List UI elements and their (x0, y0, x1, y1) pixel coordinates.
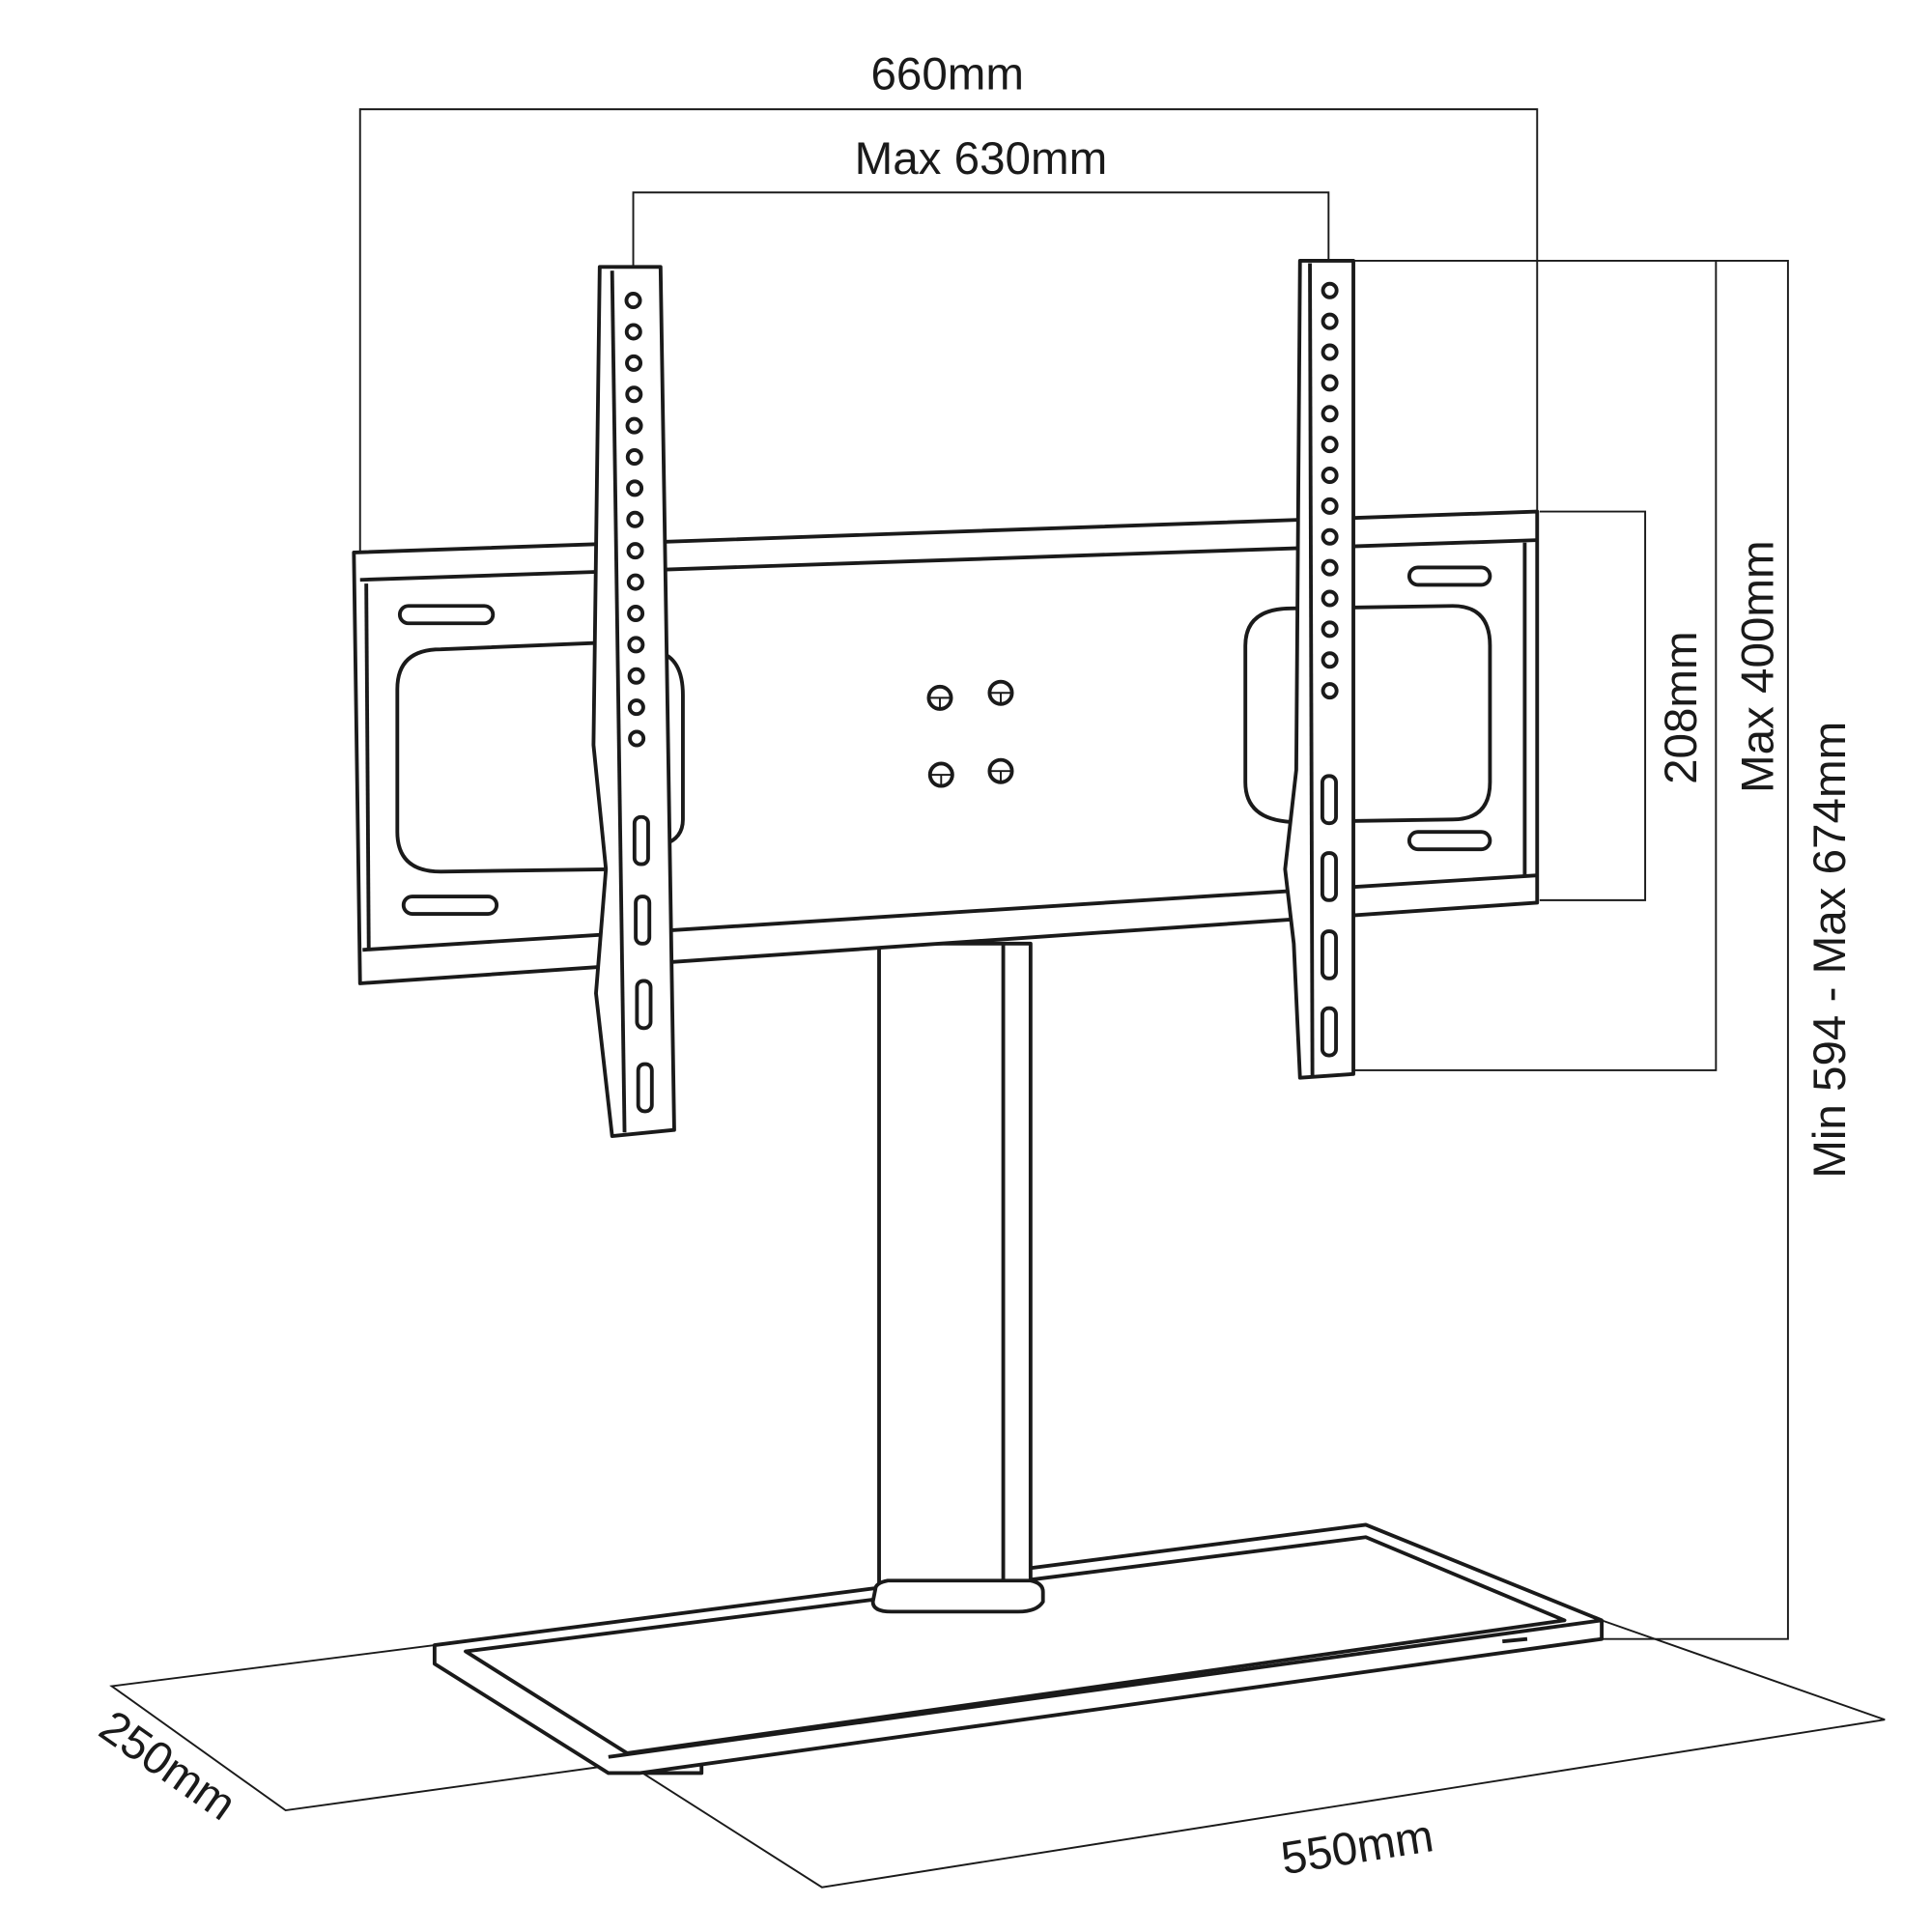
bracket-hole (1321, 558, 1339, 577)
dimension-lines (109, 108, 1886, 1889)
dim-250-line (109, 1644, 628, 1812)
bracket-hole (1321, 405, 1339, 423)
base-inner-rim (464, 1535, 1567, 1755)
bracket-hole (1321, 343, 1339, 361)
right-vertical-bracket (1283, 258, 1355, 1080)
bracket-hole (1321, 467, 1339, 485)
bracket-hole (624, 292, 642, 310)
bracket-hole (625, 448, 643, 467)
bracket-slot (1320, 1006, 1338, 1058)
label-overall-width: 660mm (870, 49, 1024, 100)
bracket-slot (635, 979, 653, 1031)
bracket-hole (625, 416, 643, 435)
label-base-width: 550mm (1278, 1810, 1437, 1885)
dim-total-height-line (1602, 259, 1789, 1640)
bracket-hole (628, 729, 646, 748)
label-total-height: Min 594 - Max 674mm (1804, 722, 1856, 1179)
bracket-hole (627, 667, 645, 685)
bracket-hole (624, 323, 642, 341)
bracket-hole (1321, 589, 1339, 608)
bracket-slot (1320, 774, 1338, 826)
bracket-hole (1321, 651, 1339, 669)
bracket-slot (636, 1062, 654, 1114)
bracket-hole (1321, 620, 1339, 639)
plate-cutout-right (1243, 604, 1492, 824)
bracket-hole (1321, 682, 1339, 700)
label-vesa-width: Max 630mm (855, 133, 1108, 185)
bracket-hole (1321, 436, 1339, 454)
dim-400-line (1353, 259, 1718, 1071)
bracket-slot (634, 895, 652, 946)
label-plate-height: 208mm (1656, 631, 1707, 784)
column-pole (877, 941, 1033, 1605)
dim-630-line (632, 191, 1330, 298)
label-vesa-height: Max 400mm (1732, 540, 1783, 793)
base-plate (432, 1522, 1605, 1776)
center-screw-holes (926, 679, 1014, 788)
bracket-hole (626, 479, 644, 497)
bracket-hole (1321, 527, 1339, 546)
bracket-hole (625, 385, 643, 404)
dim-550-line (626, 1619, 1886, 1889)
bracket-slot (1320, 929, 1338, 980)
bracket-hole (626, 573, 644, 591)
bracket-hole (625, 354, 643, 372)
dim-208-line (1539, 510, 1647, 901)
bracket-hole (627, 636, 645, 654)
bracket-hole (627, 698, 645, 717)
bracket-hole (626, 510, 644, 528)
bracket-hole (627, 604, 645, 622)
bracket-slot (1320, 851, 1338, 902)
stand-column (870, 941, 1045, 1614)
stand-base (432, 1522, 1605, 1776)
bracket-hole (1321, 374, 1339, 392)
mounting-plate (352, 509, 1540, 985)
column-collar (870, 1578, 1045, 1614)
bracket-slot (632, 814, 650, 867)
bracket-hole (1321, 497, 1339, 515)
plate-cutout-left (395, 639, 623, 874)
dim-660-line (358, 108, 1539, 553)
bracket-hole (1321, 312, 1339, 330)
bracket-hole (1321, 281, 1339, 299)
left-vertical-bracket (591, 265, 685, 1139)
bracket-hole (626, 542, 644, 560)
